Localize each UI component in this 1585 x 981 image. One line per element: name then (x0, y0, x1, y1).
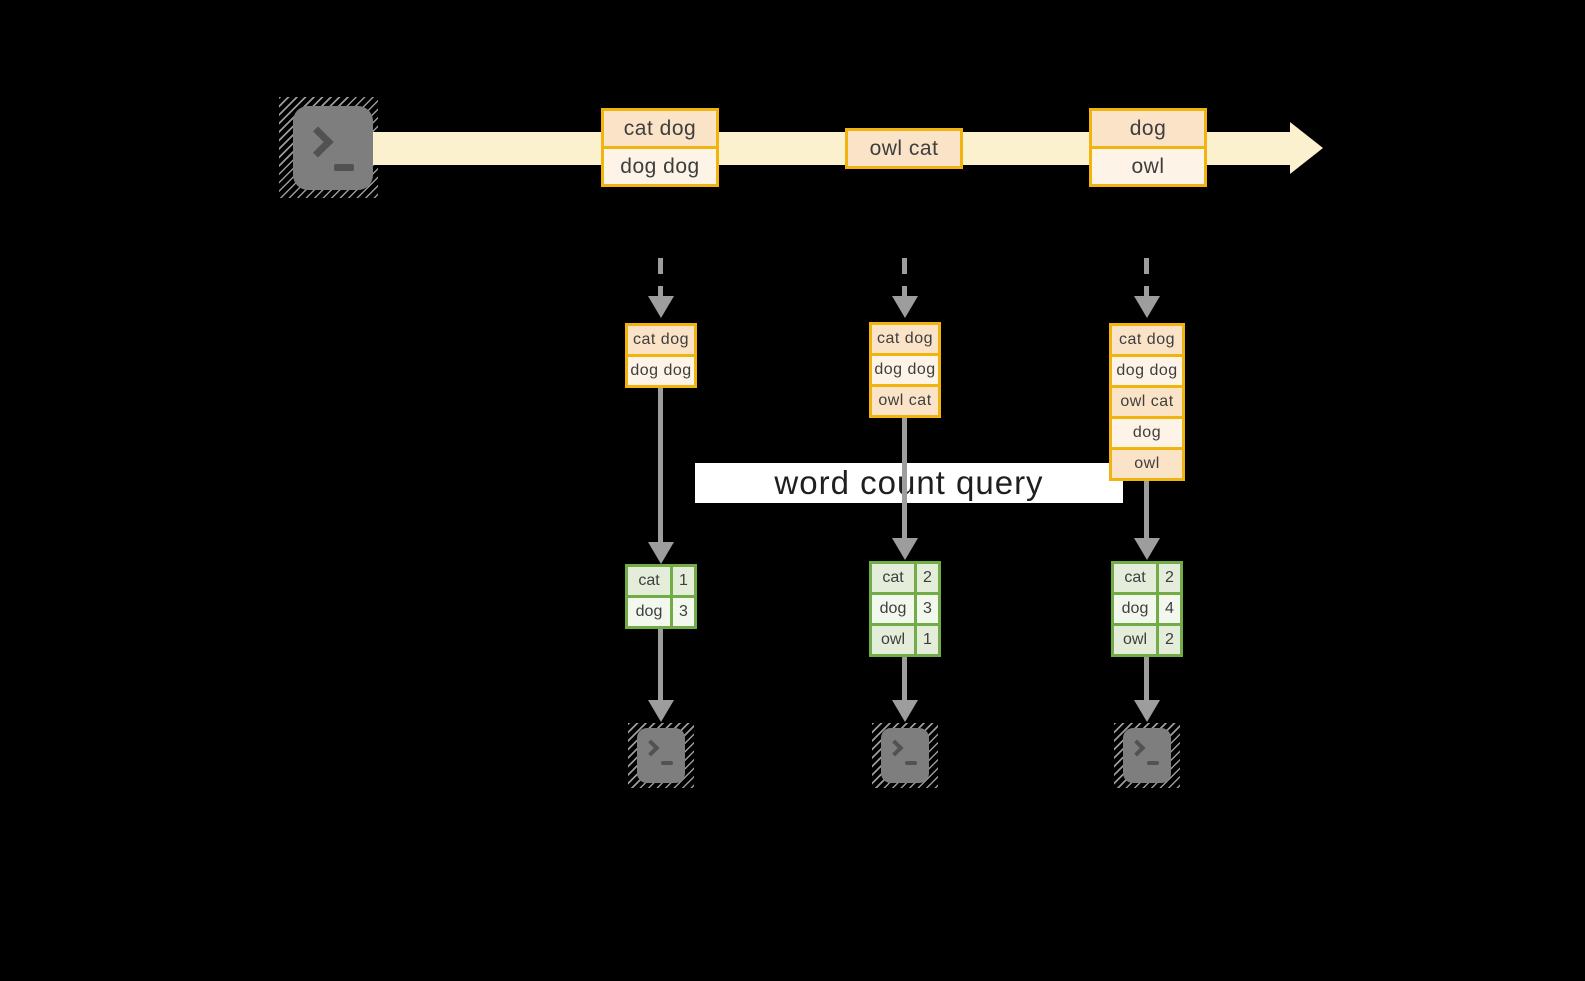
stream-arrowhead (1290, 122, 1323, 174)
record: dog (1092, 111, 1204, 146)
count-word: owl (872, 626, 914, 654)
count-row: dog 3 (872, 595, 938, 623)
terminal-prompt-underscore (661, 761, 673, 765)
stream-batch-3: dog owl (1089, 108, 1207, 187)
terminal-icon (1114, 723, 1180, 788)
terminal-icon-body (293, 106, 373, 190)
count-value: 2 (1159, 564, 1180, 592)
record: cat dog (604, 111, 716, 146)
arrow-head (892, 538, 918, 560)
count-word: cat (872, 564, 914, 592)
state-stack-3: cat dog dog dog owl cat dog owl (1109, 323, 1185, 481)
terminal-icon-body (637, 728, 685, 783)
count-row: cat 2 (872, 564, 938, 592)
count-word: dog (628, 598, 670, 626)
count-value: 2 (917, 564, 938, 592)
count-table-1: cat 1 dog 3 (625, 564, 697, 629)
arrow-line (902, 657, 907, 700)
dashed-arrow-head (1134, 296, 1160, 318)
count-value: 1 (917, 626, 938, 654)
count-word: owl (1114, 626, 1156, 654)
count-value: 1 (673, 567, 694, 595)
state-record: owl (1112, 450, 1182, 478)
count-value: 3 (917, 595, 938, 623)
count-row: owl 1 (872, 626, 938, 654)
state-record: cat dog (1112, 326, 1182, 354)
record: owl (1092, 149, 1204, 184)
dashed-arrow-line (902, 258, 907, 296)
state-stack-1: cat dog dog dog (625, 323, 697, 388)
terminal-prompt-underscore (334, 164, 354, 171)
arrow-head (892, 700, 918, 722)
terminal-prompt-chevron (302, 126, 334, 158)
terminal-prompt-underscore (1147, 761, 1159, 765)
dashed-arrow-head (648, 296, 674, 318)
count-word: cat (628, 567, 670, 595)
stream-batch-2: owl cat (845, 128, 963, 169)
record: owl cat (848, 131, 960, 166)
arrow-head (648, 700, 674, 722)
count-table-2: cat 2 dog 3 owl 1 (869, 561, 941, 657)
state-record: dog dog (628, 357, 694, 385)
dashed-arrow-line (1144, 258, 1149, 296)
terminal-icon (628, 723, 694, 788)
arrow-line (1144, 481, 1149, 538)
count-value: 4 (1159, 595, 1180, 623)
count-row: cat 2 (1114, 564, 1180, 592)
dashed-arrow-line (658, 258, 663, 296)
terminal-prompt-chevron (886, 739, 904, 757)
count-word: dog (872, 595, 914, 623)
state-record: dog (1112, 419, 1182, 447)
terminal-icon (872, 723, 938, 788)
query-label-band: word count query (695, 463, 1123, 503)
arrow-line (658, 629, 663, 700)
arrow-head (648, 542, 674, 564)
terminal-icon-body (1123, 728, 1171, 783)
count-word: cat (1114, 564, 1156, 592)
arrow-line (1144, 657, 1149, 700)
terminal-icon (279, 97, 378, 198)
count-value: 3 (673, 598, 694, 626)
stream-batch-1: cat dog dog dog (601, 108, 719, 187)
dashed-arrow-head (892, 296, 918, 318)
count-value: 2 (1159, 626, 1180, 654)
count-word: dog (1114, 595, 1156, 623)
terminal-prompt-chevron (642, 739, 660, 757)
count-row: owl 2 (1114, 626, 1180, 654)
arrow-line (658, 388, 663, 542)
terminal-prompt-underscore (905, 761, 917, 765)
state-record: cat dog (872, 325, 938, 353)
terminal-prompt-chevron (1128, 739, 1146, 757)
count-row: cat 1 (628, 567, 694, 595)
record: dog dog (604, 149, 716, 184)
count-row: dog 3 (628, 598, 694, 626)
state-stack-2: cat dog dog dog owl cat (869, 322, 941, 418)
terminal-icon-body (881, 728, 929, 783)
query-label: word count query (774, 464, 1044, 501)
count-row: dog 4 (1114, 595, 1180, 623)
state-record: dog dog (1112, 357, 1182, 385)
count-table-3: cat 2 dog 4 owl 2 (1111, 561, 1183, 657)
arrow-head (1134, 538, 1160, 560)
state-record: owl cat (872, 387, 938, 415)
arrow-head (1134, 700, 1160, 722)
arrow-line (902, 418, 907, 538)
state-record: owl cat (1112, 388, 1182, 416)
state-record: dog dog (872, 356, 938, 384)
state-record: cat dog (628, 326, 694, 354)
